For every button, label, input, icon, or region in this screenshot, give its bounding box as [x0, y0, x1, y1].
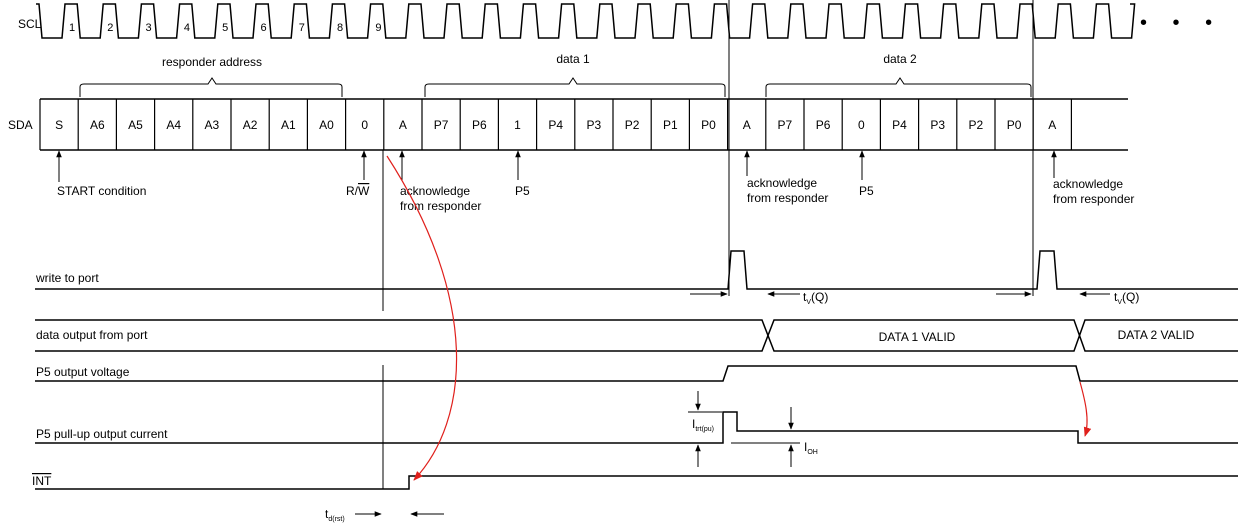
sda-cell-label: A2 [243, 118, 258, 132]
start-condition-label: START condition [57, 184, 146, 198]
sda-cell-label: A6 [90, 118, 105, 132]
sda-cell-label: S [55, 118, 63, 132]
scl-clock-number: 1 [69, 22, 75, 34]
tv-q-label-1: tV(Q) [803, 290, 828, 306]
group-label-data2: data 2 [883, 52, 917, 66]
p5-current-label: P5 pull-up output current [36, 427, 168, 441]
sda-annotation-arrows [56, 150, 1057, 182]
sda-cell-label: A [1048, 118, 1056, 132]
data2-valid-label: DATA 2 VALID [1118, 328, 1195, 342]
sda-cell-label: P0 [1007, 118, 1022, 132]
sda-cell-label: P4 [548, 118, 563, 132]
sda-cell-label: P2 [625, 118, 640, 132]
ioh-label: IOH [804, 440, 818, 456]
sda-cell-label: P7 [778, 118, 793, 132]
sda-cell-label: P3 [587, 118, 602, 132]
group-braces [79, 77, 1032, 97]
scl-clock-number: 5 [222, 22, 228, 34]
sda-label: SDA [8, 118, 33, 132]
tv-q-label-2: tV(Q) [1114, 290, 1139, 306]
itrt-label: Itrt(pu) [692, 417, 714, 433]
scl-clock-number: 2 [107, 22, 113, 34]
scl-clock-number: 8 [337, 22, 343, 34]
sda-cell-label: A5 [128, 118, 143, 132]
write-to-port-label: write to port [35, 271, 99, 285]
data-output-label: data output from port [36, 328, 148, 342]
sda-cell-label: P4 [892, 118, 907, 132]
rw-label: R/W [346, 184, 370, 198]
p5-label-a: P5 [515, 184, 530, 198]
sda-cell-label: A0 [319, 118, 334, 132]
td-rst-label: td(rst) [325, 507, 345, 523]
group-label-data1: data 1 [556, 52, 590, 66]
sda-cell-label: A3 [205, 118, 220, 132]
sda-cell-label: P6 [816, 118, 831, 132]
scl-wave-path [36, 3, 1136, 39]
scl-label: SCL [18, 17, 42, 31]
sda-cell-label: A [743, 118, 751, 132]
sda-cell-label: A4 [166, 118, 181, 132]
ack3-label-line1: acknowledge [1053, 177, 1123, 191]
write-to-port-waveform [35, 250, 1238, 290]
sda-frame [40, 98, 1128, 151]
int-label: INT [32, 474, 52, 488]
sda-cell-label: 0 [858, 118, 865, 132]
group-label-responder-address: responder address [162, 55, 262, 69]
reference-lines [382, 0, 1034, 489]
scl-waveform [36, 3, 1136, 39]
sda-cell-label: 0 [361, 118, 368, 132]
timing-arrows [355, 291, 1110, 517]
sda-cell-label: P7 [434, 118, 449, 132]
scl-continuation: • • • [1140, 12, 1222, 34]
sda-cell-label: A1 [281, 118, 296, 132]
ack1-label-line1: acknowledge [400, 184, 470, 198]
ack1-label-line2: from responder [400, 199, 481, 213]
sda-cell-label: A [399, 118, 407, 132]
p5-voltage-waveform [35, 365, 1238, 382]
scl-clock-number: 7 [299, 22, 305, 34]
scl-clock-number: 6 [260, 22, 266, 34]
scl-clock-numbers: 1 2 3 4 5 6 7 8 9 [69, 22, 382, 34]
p5-label-b: P5 [859, 184, 874, 198]
sda-cell-label: 1 [514, 118, 521, 132]
red-causal-arrows [386, 155, 1092, 481]
scl-clock-number: 4 [184, 22, 190, 34]
scl-clock-number: 9 [375, 22, 381, 34]
sda-cell-label: P1 [663, 118, 678, 132]
data1-valid-label: DATA 1 VALID [879, 330, 956, 344]
rw-w-overbar: W [358, 184, 370, 198]
data-output-waveform [35, 319, 1238, 352]
int-waveform [35, 475, 1238, 490]
sda-cell-label: P2 [969, 118, 984, 132]
sda-cell-label: P3 [930, 118, 945, 132]
scl-clock-number: 3 [146, 22, 152, 34]
ack3-label-line2: from responder [1053, 192, 1134, 206]
ack2-label-line2: from responder [747, 191, 828, 205]
p5-voltage-label: P5 output voltage [36, 365, 130, 379]
sda-cell-label: P0 [701, 118, 716, 132]
p5-current-waveform [35, 411, 1238, 444]
sda-cell-label: P6 [472, 118, 487, 132]
ack2-label-line1: acknowledge [747, 176, 817, 190]
sda-cells: S A6 A5 A4 A3 A2 A1 A0 0 A P7 P6 1 P4 P3 P2 P1 P0 A P7 P6 0 P4… [39, 99, 1073, 150]
